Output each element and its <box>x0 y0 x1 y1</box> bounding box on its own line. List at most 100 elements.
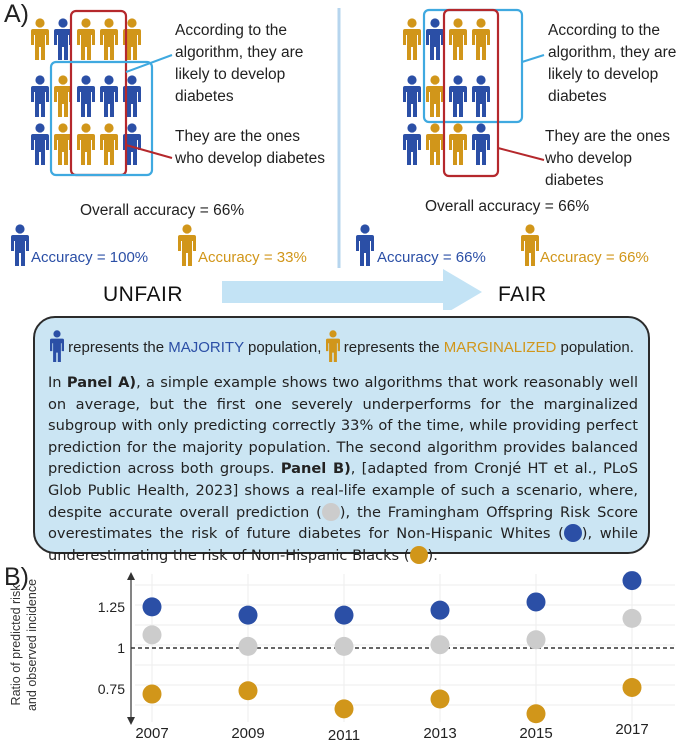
majority-person-icon <box>472 75 490 117</box>
y-axis-arrow-up-icon <box>127 572 135 580</box>
marginalized-person-icon <box>449 18 467 60</box>
overall-accuracy-left: Overall accuracy = 66% <box>80 202 245 219</box>
majority-person-icon <box>100 75 118 117</box>
majority-person-icon <box>426 18 444 60</box>
marginalized-person-icon <box>426 75 444 117</box>
data-point <box>238 605 258 625</box>
marginalized-person-icon <box>521 224 539 266</box>
marginalized-person-icon <box>31 18 49 60</box>
people-grid-left <box>31 18 141 165</box>
marginalized-person-icon <box>77 123 95 165</box>
caption-part: ), the Framingham Offspring Risk Score o… <box>48 503 638 543</box>
algorithm-pointer-right <box>521 54 545 63</box>
data-points <box>142 571 642 724</box>
accuracy-majority-right: Accuracy = 66% <box>377 249 486 266</box>
x-tick-label: 2007 <box>135 725 168 742</box>
panel-a-label: A) <box>4 0 29 28</box>
caption-panel-a-ref: Panel A) <box>66 374 137 391</box>
majority-person-icon <box>403 75 421 117</box>
panel-b-label: B) <box>4 563 29 591</box>
majority-person-icon <box>31 75 49 117</box>
data-point <box>238 681 258 701</box>
data-point <box>142 684 162 704</box>
data-point <box>526 630 546 650</box>
x-tick-label: 2011 <box>328 727 360 744</box>
data-point <box>430 689 450 709</box>
people-grid-right <box>403 18 490 165</box>
majority-person-icon <box>31 123 49 165</box>
data-point <box>430 600 450 620</box>
legend-text: population. <box>560 339 634 356</box>
legend-text: represents the <box>343 339 440 356</box>
marginalized-person-icon <box>77 18 95 60</box>
y-axis-arrow-down-icon <box>127 717 135 725</box>
majority-person-icon <box>54 18 72 60</box>
legend-majority: MAJORITY <box>168 339 244 356</box>
caption-part: ), while underestimating the risk of Non… <box>48 525 638 564</box>
data-point <box>142 597 162 617</box>
marginalized-person-icon <box>403 18 421 60</box>
accuracy-majority-left: Accuracy = 100% <box>31 249 149 266</box>
verdict-unfair: UNFAIR <box>103 283 184 306</box>
overall-dot-icon <box>321 502 340 521</box>
panel-a-figure <box>11 8 545 310</box>
overall-accuracy-right: Overall accuracy = 66% <box>425 198 590 215</box>
marginalized-person-icon <box>325 330 340 363</box>
caption-text: In Panel A), a simple example shows two … <box>48 372 638 566</box>
develop-pointer-left <box>125 144 173 159</box>
develop-note-left: They are the ones who develop diabetes <box>175 128 325 167</box>
caption-part: , [adapted from Cronjé HT et al., PLoS G… <box>48 460 638 521</box>
data-point <box>526 704 546 724</box>
legend-marginalized: MARGINALIZED <box>443 339 557 356</box>
marginalized-person-icon <box>100 123 118 165</box>
x-tick-label: 2015 <box>519 725 552 742</box>
fairness-arrow-icon <box>222 269 482 310</box>
verdict-fair: FAIR <box>498 283 547 306</box>
accuracy-marginalized-right: Accuracy = 66% <box>540 249 649 266</box>
white-dot-icon <box>563 524 582 543</box>
chart-grid <box>135 574 675 722</box>
data-point <box>334 636 354 656</box>
x-tick-label: 2013 <box>423 725 456 742</box>
y-tick-label: 1 <box>117 640 125 656</box>
marginalized-person-icon <box>472 18 490 60</box>
explanation-callout <box>33 316 650 554</box>
y-axis-label: Ratio of predicted risk <box>9 584 23 706</box>
majority-person-icon <box>77 75 95 117</box>
majority-person-icon <box>472 123 490 165</box>
marginalized-person-icon <box>178 224 196 266</box>
accuracy-marginalized-left: Accuracy = 33% <box>198 249 307 266</box>
data-point <box>238 636 258 656</box>
develop-frame-right <box>442 8 500 178</box>
data-point <box>334 699 354 719</box>
marginalized-person-icon <box>449 123 467 165</box>
majority-person-icon <box>449 75 467 117</box>
x-tick-label: 2009 <box>231 725 264 742</box>
marginalized-person-icon <box>426 123 444 165</box>
y-tick-label: 1.25 <box>98 599 125 615</box>
caption-part: ). <box>427 546 438 564</box>
majority-person-icon <box>403 123 421 165</box>
caption-part: , a simple example shows two algorithms … <box>48 374 639 478</box>
marginalized-person-icon <box>54 123 72 165</box>
marginalized-person-icon <box>54 75 72 117</box>
data-point <box>622 608 642 628</box>
caption-part: In <box>48 374 62 391</box>
develop-note-right: They are the ones who develop diabetes <box>545 128 670 189</box>
marginalized-person-icon <box>100 18 118 60</box>
data-point <box>622 677 642 697</box>
y-tick-labels: 0.75 1 1.25 <box>98 599 125 697</box>
y-axis-label: and observed incidence <box>25 579 39 711</box>
develop-pointer-right <box>497 147 545 161</box>
majority-person-icon <box>49 330 65 363</box>
black-dot-icon <box>409 545 428 564</box>
algorithm-note-left: According to the algorithm, they are lik… <box>175 22 304 105</box>
legend-text: represents the <box>68 339 165 356</box>
caption-panel-b-ref: Panel B) <box>280 460 351 478</box>
data-point <box>430 635 450 655</box>
data-point <box>622 571 642 591</box>
data-point <box>142 625 162 645</box>
data-point <box>526 592 546 612</box>
risk-ratio-chart: Ratio of predicted risk and observed inc… <box>9 571 675 744</box>
y-tick-label: 0.75 <box>98 681 125 697</box>
